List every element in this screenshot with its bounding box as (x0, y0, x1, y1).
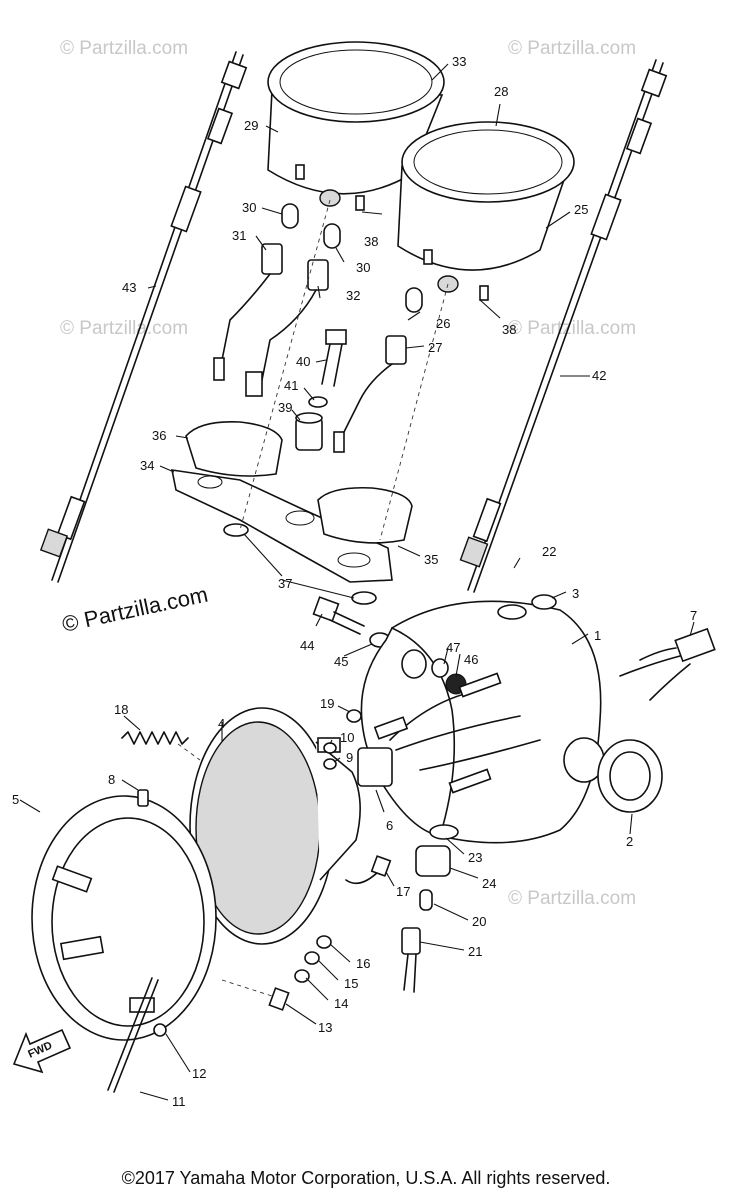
part-number-labels: 1 2 3 4 5 6 7 8 9 10 11 12 13 14 15 16 1… (12, 54, 697, 1109)
watermark: © Partzilla.com (60, 318, 188, 339)
pilot-lamp (401, 824, 459, 993)
part-number-20: 20 (472, 914, 486, 929)
leader-lines (19, 63, 695, 1101)
part-number-7: 7 (690, 608, 697, 623)
part-number-36: 36 (152, 428, 166, 443)
speedometer (267, 41, 445, 211)
part-number-19: 19 (320, 696, 334, 711)
part-number-42: 42 (592, 368, 606, 383)
part-number-10: 10 (340, 730, 354, 745)
part-number-39: 39 (278, 400, 292, 415)
part-number-6: 6 (386, 818, 393, 833)
part-number-22: 22 (542, 544, 556, 559)
part-number-25: 25 (574, 202, 588, 217)
watermark-main: © Partzilla.com (60, 582, 210, 637)
assembly-guide-lines (177, 199, 449, 997)
part-number-24: 24 (482, 876, 496, 891)
part-number-3: 3 (572, 586, 579, 601)
part-number-28: 28 (494, 84, 508, 99)
part-number-41: 41 (284, 378, 298, 393)
part-number-30: 30 (242, 200, 256, 215)
sealed-beam-unit (189, 707, 381, 945)
speedometer-cable (39, 51, 248, 583)
meter-bulbs-and-sockets (213, 203, 501, 453)
copyright-notice: ©2017 Yamaha Motor Corporation, U.S.A. A… (121, 1168, 611, 1188)
part-number-26: 26 (436, 316, 450, 331)
watermark: © Partzilla.com (508, 318, 636, 339)
watermark: © Partzilla.com (60, 38, 188, 59)
part-number-33: 33 (452, 54, 466, 69)
part-number-35: 35 (424, 552, 438, 567)
part-number-31: 31 (232, 228, 246, 243)
part-number-43: 43 (122, 280, 136, 295)
part-number-21: 21 (468, 944, 482, 959)
part-number-1: 1 (594, 628, 601, 643)
bracket-bolt (312, 596, 391, 648)
part-number-5: 5 (12, 792, 19, 807)
part-number-23: 23 (468, 850, 482, 865)
part-number-16: 16 (356, 956, 370, 971)
part-number-8: 8 (108, 772, 115, 787)
part-number-12: 12 (192, 1066, 206, 1081)
rim-screws (107, 709, 392, 1093)
part-number-15: 15 (344, 976, 358, 991)
part-number-13: 13 (318, 1020, 332, 1035)
fwd-arrow: FWD (12, 1028, 72, 1074)
part-number-4: 4 (218, 716, 225, 731)
part-number-18: 18 (114, 702, 128, 717)
meter-brackets (170, 420, 413, 605)
watermark: © Partzilla.com (508, 888, 636, 909)
watermark: © Partzilla.com (508, 38, 636, 59)
headlight-rim (31, 789, 217, 1041)
part-number-34: 34 (140, 458, 154, 473)
part-number-37: 37 (278, 576, 292, 591)
part-number-44: 44 (300, 638, 314, 653)
part-number-17: 17 (396, 884, 410, 899)
grommet (597, 739, 663, 813)
tachometer (397, 121, 575, 301)
part-number-32: 32 (346, 288, 360, 303)
tachometer-cable (459, 59, 668, 593)
part-number-40: 40 (296, 354, 310, 369)
part-number-47: 47 (446, 640, 460, 655)
spring (121, 731, 189, 745)
part-number-46: 46 (464, 652, 478, 667)
headlight-wiring (357, 627, 716, 794)
part-number-11: 11 (172, 1094, 186, 1109)
part-number-2: 2 (626, 834, 633, 849)
part-number-14: 14 (334, 996, 348, 1011)
part-number-27: 27 (428, 340, 442, 355)
part-number-30: 30 (356, 260, 370, 275)
part-number-45: 45 (334, 654, 348, 669)
part-number-9: 9 (346, 750, 353, 765)
part-number-29: 29 (244, 118, 258, 133)
part-number-38: 38 (502, 322, 516, 337)
part-number-38: 38 (364, 234, 378, 249)
